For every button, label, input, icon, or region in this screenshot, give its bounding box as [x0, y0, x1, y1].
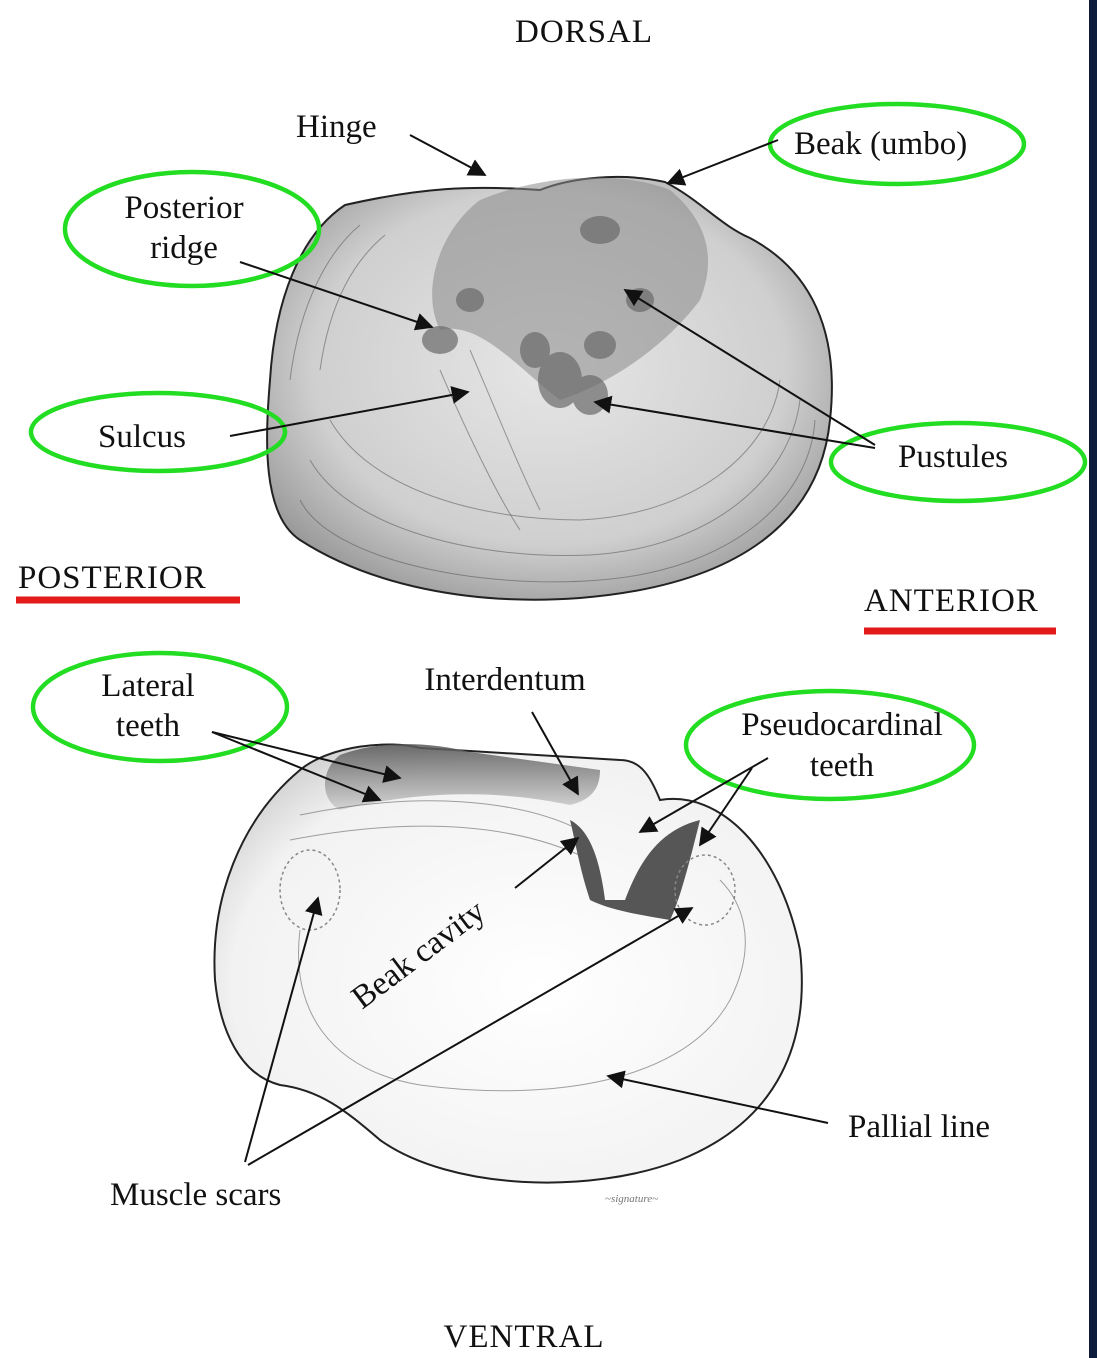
arrow-hinge — [410, 135, 485, 175]
lateral-teeth-label-line2: teeth — [116, 708, 181, 744]
ventral-label: VENTRAL — [444, 1319, 605, 1355]
pseudocardinal-label-line1: Pseudocardinal — [741, 707, 943, 743]
posterior-ridge-label-line2: ridge — [150, 230, 218, 266]
exterior-shell-view — [267, 177, 832, 600]
posterior-ridge-label-line1: Posterior — [124, 190, 243, 226]
beak-label: Beak (umbo) — [794, 126, 967, 162]
interior-shell-view: ~signature~ — [214, 744, 801, 1205]
posterior-label: POSTERIOR — [18, 560, 207, 596]
muscle-scars-label: Muscle scars — [110, 1177, 281, 1213]
sulcus-label: Sulcus — [98, 419, 186, 455]
interior-shell-body — [214, 744, 801, 1182]
anterior-label: ANTERIOR — [864, 583, 1039, 619]
pustules-label: Pustules — [898, 439, 1008, 475]
arrow-beak — [668, 140, 778, 183]
artist-signature: ~signature~ — [605, 1193, 658, 1205]
interdentum-label: Interdentum — [424, 662, 586, 698]
lateral-teeth-label-line1: Lateral — [101, 668, 194, 704]
dorsal-label: DORSAL — [515, 14, 653, 50]
hinge-label: Hinge — [296, 109, 377, 145]
window-edge — [1089, 0, 1097, 1358]
pallial-line-label: Pallial line — [848, 1109, 990, 1145]
pseudocardinal-label-line2: teeth — [810, 748, 875, 784]
